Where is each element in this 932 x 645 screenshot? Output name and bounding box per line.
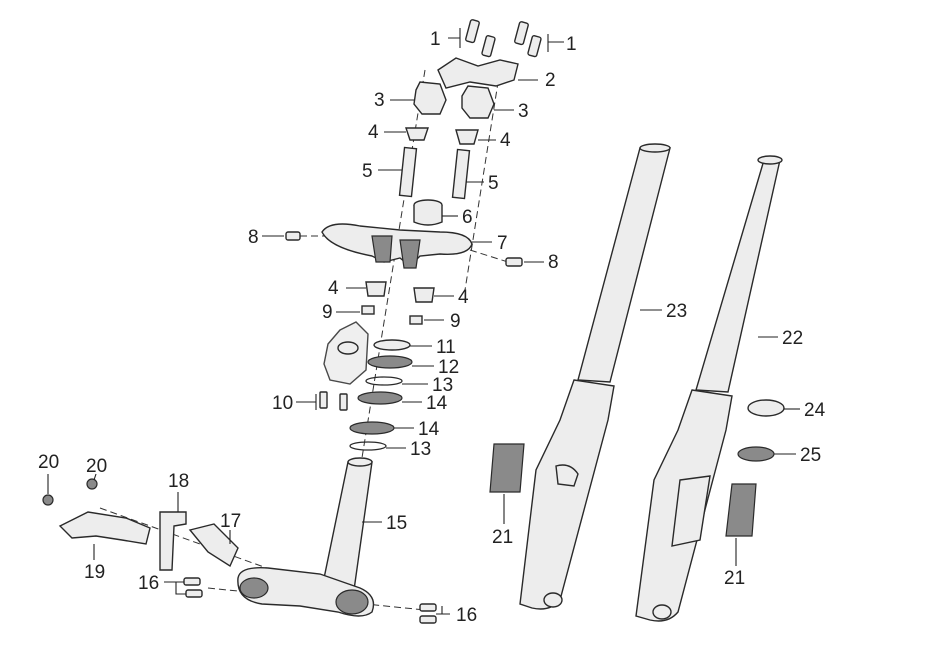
callout-19: 19 [84, 562, 105, 583]
bolt-8-right [505, 257, 523, 267]
callout-10: 10 [272, 393, 293, 414]
callout-8-right: 8 [548, 252, 559, 273]
ignition-lock-body [323, 321, 369, 385]
callout-13-upper: 13 [432, 375, 453, 396]
callout-6: 6 [462, 207, 473, 228]
handlebar-clamp-plate-2 [437, 57, 519, 89]
callout-3-right: 3 [518, 101, 529, 122]
callout-4-lower-left: 4 [328, 278, 339, 299]
callout-18: 18 [168, 471, 189, 492]
callout-14-lower: 14 [418, 419, 440, 440]
race-11 [373, 339, 411, 351]
fork-leg-23 [519, 143, 671, 610]
dust-seal-24 [747, 399, 785, 417]
clamp-3-left [413, 81, 447, 115]
bearing-14-lower [349, 421, 395, 435]
callout-9-right: 9 [450, 311, 461, 332]
callout-12: 12 [438, 357, 459, 378]
bushing-4-lower-left [365, 281, 387, 297]
callout-4-upper-left: 4 [368, 122, 379, 143]
callout-5-left: 5 [362, 161, 373, 182]
race-12 [367, 355, 413, 369]
callout-4-upper-right: 4 [500, 130, 511, 151]
nut-9-left [361, 305, 375, 315]
callout-3-left: 3 [374, 90, 385, 111]
guard-21-right [725, 483, 757, 537]
callout-16-right: 16 [456, 605, 477, 626]
callout-5-right: 5 [488, 173, 499, 194]
steering-stem-15 [321, 457, 373, 591]
callout-24: 24 [804, 400, 826, 421]
top-clamp-boss [371, 235, 393, 263]
bearing-14-upper [357, 391, 403, 405]
nut-9-right [409, 315, 423, 325]
hose-guide-17 [188, 523, 239, 568]
callout-1-right: 1 [566, 34, 577, 55]
leader-lines [47, 28, 800, 615]
guard-21-left [489, 443, 525, 493]
collar-6 [413, 199, 443, 226]
callout-2: 2 [545, 70, 556, 91]
lower-clamp-boss-right [335, 589, 369, 615]
bushing-4-lower-right [413, 287, 435, 303]
callout-7: 7 [497, 233, 508, 254]
bolt-8-left [285, 231, 301, 241]
callout-20-right: 20 [86, 456, 107, 477]
bracket-19 [58, 511, 151, 545]
callout-8-left: 8 [248, 227, 259, 248]
fork-leg-22 [635, 155, 783, 622]
callout-20-left: 20 [38, 452, 59, 473]
bolt-16-right-b [419, 615, 437, 624]
lower-clamp-boss-left [239, 577, 269, 599]
callout-15: 15 [386, 513, 407, 534]
bolt-16-left-a [183, 577, 201, 586]
bolt-16-left-b [185, 589, 203, 598]
top-clamp-boss-2 [399, 239, 421, 269]
nut-20-right [86, 478, 98, 490]
pin-5-left [398, 146, 418, 198]
callout-21-right: 21 [724, 568, 745, 589]
clamp-3-right [461, 85, 495, 119]
seal-13-lower [349, 441, 387, 451]
callout-1-left: 1 [430, 29, 441, 50]
callout-9-left: 9 [322, 302, 333, 323]
center-axis-right [464, 69, 501, 291]
bolt-16-right-a [419, 603, 437, 612]
bolts-1 [465, 19, 542, 58]
callout-11: 11 [436, 337, 456, 358]
callout-23: 23 [666, 301, 687, 322]
callout-labels: 1 1 2 3 3 4 4 4 4 5 5 6 7 8 8 9 9 10 11 … [38, 29, 826, 626]
bolt-10-left [319, 391, 328, 409]
top-triple-clamp-7 [321, 223, 473, 267]
clip-18 [159, 511, 187, 571]
callout-21-left: 21 [492, 527, 513, 548]
pin-5-right [451, 148, 471, 200]
callout-13-lower: 13 [410, 439, 431, 460]
bolt-axis-8-right [469, 249, 509, 263]
bolt-10-right [339, 393, 348, 411]
bushing-4-upper-left [405, 127, 429, 141]
callout-17: 17 [220, 511, 241, 532]
nut-20-left [42, 494, 54, 506]
callout-22: 22 [782, 328, 803, 349]
bushing-4-upper-right [455, 129, 479, 145]
spring-ring-25 [737, 446, 775, 462]
callout-25: 25 [800, 445, 821, 466]
callout-4-lower-right: 4 [458, 287, 469, 308]
callout-16-left: 16 [138, 573, 159, 594]
callout-14-upper: 14 [426, 393, 448, 414]
seal-13-upper [365, 376, 403, 386]
